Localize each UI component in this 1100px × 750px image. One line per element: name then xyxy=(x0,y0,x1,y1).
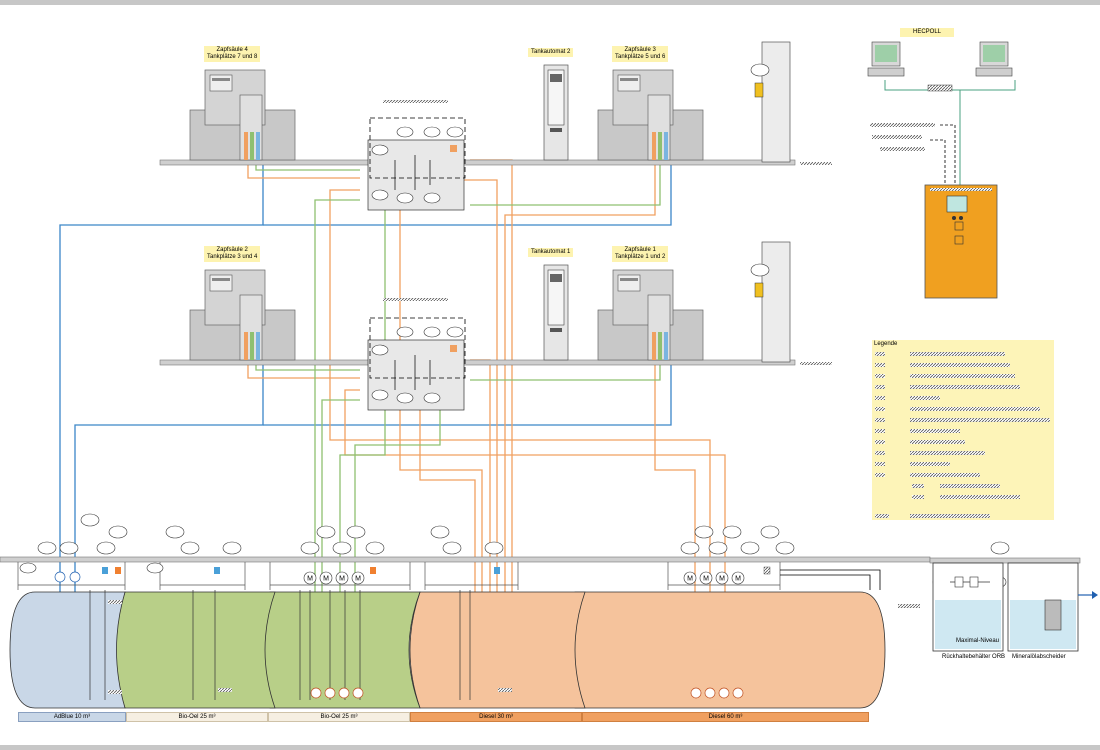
wall-lower xyxy=(750,241,791,363)
dispenser-label-zs2: Zapfsäule 2 Tankplätze 3 und 4 xyxy=(204,246,261,262)
automat-label-ta2: Tankautomat 2 xyxy=(528,48,574,57)
dispenser-title: Zapfsäule 4 xyxy=(216,47,248,53)
cable-label-2 xyxy=(872,135,922,139)
pump-motor-label: M xyxy=(339,576,345,583)
separator-tank1-label: Rückhaltebehälter ORB xyxy=(942,654,1006,660)
foot-valves xyxy=(310,687,744,699)
floor-label-lower xyxy=(800,362,832,365)
workstation-1-icon xyxy=(867,41,905,77)
ground-line xyxy=(0,556,931,563)
pump-station-upper xyxy=(367,100,466,211)
tank-label-biooel-a: Bio-Oel 25 m³ xyxy=(126,712,268,722)
pump-motor-label: M xyxy=(355,576,361,583)
tank-label-diesel-60: Diesel 60 m³ xyxy=(582,712,869,722)
floor-label-upper xyxy=(800,162,832,165)
network-hub-icon xyxy=(927,84,953,92)
dispenser-title: Zapfsäule 2 xyxy=(216,247,248,253)
separator-tank2-label: Mineralölabscheider xyxy=(1012,654,1066,660)
dispenser-zs1 xyxy=(597,269,704,361)
suction-lines xyxy=(89,590,471,700)
legend-title: Legende xyxy=(874,341,898,347)
workstation-2-icon xyxy=(975,41,1013,77)
tank-label-adblue: AdBlue 10 m³ xyxy=(18,712,126,722)
dispenser-zs2 xyxy=(189,269,296,361)
pump-motors xyxy=(303,571,745,585)
pump-motor-label: M xyxy=(735,576,741,583)
dispenser-zs3 xyxy=(597,69,704,161)
tank-adblue-10 xyxy=(9,591,126,709)
dispenser-title: Zapfsäule 1 xyxy=(624,247,656,253)
dispenser-label-zs3: Zapfsäule 3 Tankplätze 5 und 6 xyxy=(612,46,669,62)
dispenser-subtitle: Tankplätze 5 und 6 xyxy=(615,54,666,60)
sensor-symbols xyxy=(19,513,1010,589)
pump-motor-label: M xyxy=(323,576,329,583)
dispenser-subtitle: Tankplätze 7 und 8 xyxy=(207,54,258,60)
dispenser-subtitle: Tankplätze 1 und 2 xyxy=(615,254,666,260)
drain-pipe xyxy=(780,569,881,590)
separator-unit xyxy=(929,557,1098,652)
top-frame-bar xyxy=(0,0,1100,5)
tank-label-biooel-b: Bio-Oel 25 m³ xyxy=(268,712,410,722)
pump-motor-label: M xyxy=(687,576,693,583)
control-cabinet-icon xyxy=(924,184,998,299)
bottom-frame-bar xyxy=(0,745,1100,750)
dispenser-title: Zapfsäule 3 xyxy=(624,47,656,53)
floor-lower xyxy=(159,359,796,366)
pump-station-lower xyxy=(367,298,466,411)
level-sensor-boxes xyxy=(102,566,771,575)
pump-motor-label: M xyxy=(307,576,313,583)
tank-biooel-25a xyxy=(114,591,276,709)
legend-box xyxy=(872,340,1054,520)
network-title: HECPOLL xyxy=(900,28,954,37)
tankautomat-2 xyxy=(543,64,569,161)
adblue-pumps xyxy=(54,571,81,583)
separator-level-label: Maximal-Niveau xyxy=(956,638,1000,644)
pump-motor-label: M xyxy=(703,576,709,583)
tank-shafts xyxy=(17,562,781,590)
wall-upper xyxy=(750,41,791,163)
dispenser-zs4 xyxy=(189,69,296,161)
tank-diesel-30 xyxy=(409,591,586,709)
dispenser-label-zs1: Zapfsäule 1 Tankplätze 1 und 2 xyxy=(612,246,669,262)
tankautomat-1 xyxy=(543,264,569,361)
floor-upper xyxy=(159,159,796,166)
dispenser-subtitle: Tankplätze 3 und 4 xyxy=(207,254,258,260)
pump-motor-label: M xyxy=(719,576,725,583)
tank-tag-labels xyxy=(108,600,920,694)
automat-label-ta1: Tankautomat 1 xyxy=(528,248,574,257)
dispenser-label-zs4: Zapfsäule 4 Tankplätze 7 und 8 xyxy=(204,46,261,62)
tank-label-diesel-30: Diesel 30 m³ xyxy=(410,712,582,722)
cable-label-3 xyxy=(880,147,925,151)
pump-motor-labels: M M M M M M M M xyxy=(307,576,741,583)
cable-label-1 xyxy=(870,123,935,127)
